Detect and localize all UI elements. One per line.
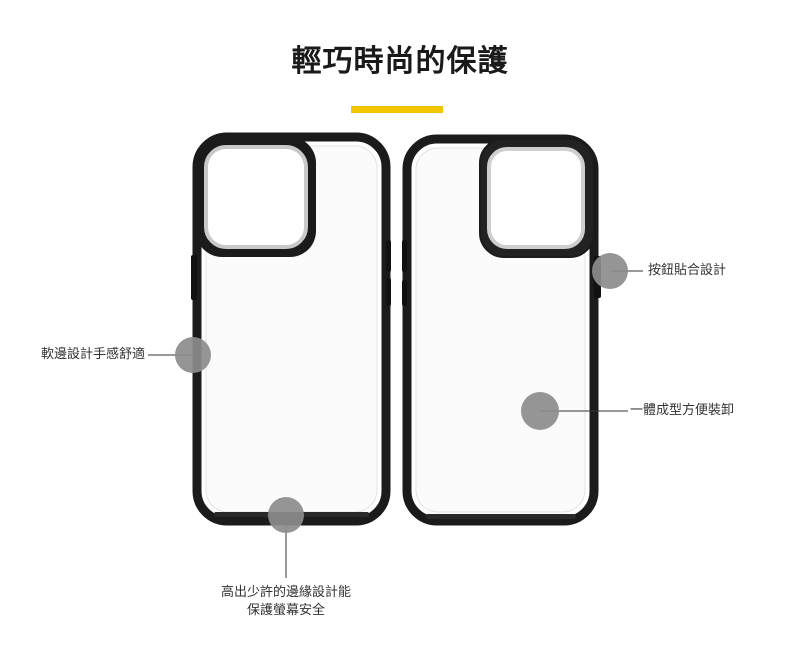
- callout-raised-edge-line1: 高出少許的邊緣設計能: [220, 585, 351, 600]
- callout-raised-edge-line2: 保護螢幕安全: [246, 603, 325, 618]
- callout-marker-icon: [268, 497, 304, 533]
- callout-marker-icon: [592, 253, 628, 289]
- phone-case-back-icon: [191, 132, 391, 526]
- title-accent-bar: [351, 106, 443, 113]
- callout-marker-icon: [175, 337, 211, 373]
- callout-raised-edge: 高出少許的邊緣設計能 保護螢幕安全: [200, 584, 372, 620]
- callout-soft-edge: 軟邊設計手感舒適: [41, 347, 146, 362]
- callout-button-fit: 按鈕貼合設計: [648, 263, 727, 278]
- page-title: 輕巧時尚的保護: [291, 44, 509, 79]
- callout-marker-icon: [521, 392, 559, 430]
- phone-case-angled-icon: [402, 134, 601, 526]
- callout-one-piece: 一體成型方便裝卸: [630, 403, 735, 418]
